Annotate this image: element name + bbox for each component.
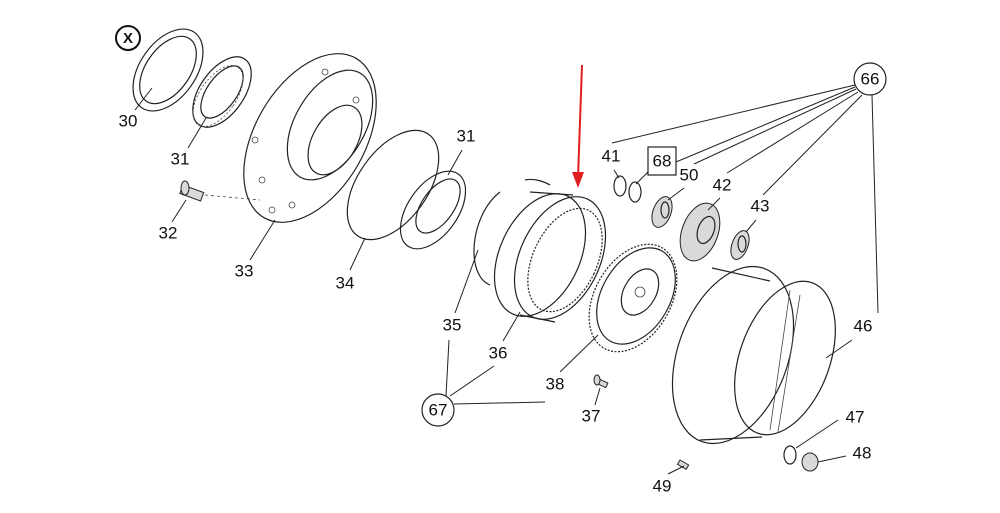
callout-47: 47 bbox=[846, 407, 865, 426]
part-38-carrier bbox=[588, 243, 678, 353]
callout-32: 32 bbox=[159, 223, 178, 242]
part-37-screw bbox=[593, 374, 609, 389]
part-32-bolt bbox=[179, 180, 261, 202]
callout-67-circle bbox=[421, 393, 455, 427]
red-indicator-arrow bbox=[572, 64, 584, 188]
callout-66-circle bbox=[853, 62, 887, 96]
callout-68-box bbox=[647, 146, 677, 176]
part-50-small-gear bbox=[651, 196, 673, 228]
callout-41: 41 bbox=[602, 146, 621, 165]
callout-35: 35 bbox=[443, 315, 462, 334]
part-41-washer bbox=[613, 175, 642, 203]
callout-31b: 31 bbox=[457, 126, 476, 145]
part-47-washer bbox=[783, 445, 797, 465]
callout-38: 38 bbox=[546, 374, 565, 393]
part-46-housing bbox=[671, 265, 836, 445]
callout-46: 46 bbox=[854, 316, 873, 335]
callout-37: 37 bbox=[582, 406, 601, 425]
callout-48: 48 bbox=[853, 443, 872, 462]
callout-30: 30 bbox=[119, 111, 138, 130]
part-34-o-ring bbox=[346, 129, 440, 241]
part-31-bearing-b bbox=[399, 170, 467, 250]
callout-49: 49 bbox=[653, 476, 672, 495]
callout-67: 67 bbox=[429, 400, 448, 419]
leader-lines bbox=[134, 84, 879, 475]
callout-43: 43 bbox=[751, 196, 770, 215]
callout-34: 34 bbox=[336, 273, 355, 292]
callout-33: 33 bbox=[235, 261, 254, 280]
part-36-ring-gear bbox=[493, 191, 607, 323]
callout-68: 68 bbox=[653, 151, 672, 170]
part-31-bearing-a bbox=[192, 56, 252, 128]
callout-66: 66 bbox=[861, 69, 880, 88]
part-35-snap-ring bbox=[473, 191, 501, 286]
callout-42: 42 bbox=[713, 175, 732, 194]
part-33-hub bbox=[243, 53, 377, 223]
x-mark-circle bbox=[115, 25, 141, 51]
part-48-plug bbox=[801, 452, 819, 472]
part-42-planet-gear bbox=[679, 202, 721, 262]
part-43-bearing bbox=[730, 230, 750, 260]
callout-50: 50 bbox=[680, 165, 699, 184]
callout-36: 36 bbox=[489, 343, 508, 362]
x-mark-label: X bbox=[123, 30, 133, 47]
part-30-seal bbox=[132, 28, 204, 112]
callout-31a: 31 bbox=[171, 149, 190, 168]
